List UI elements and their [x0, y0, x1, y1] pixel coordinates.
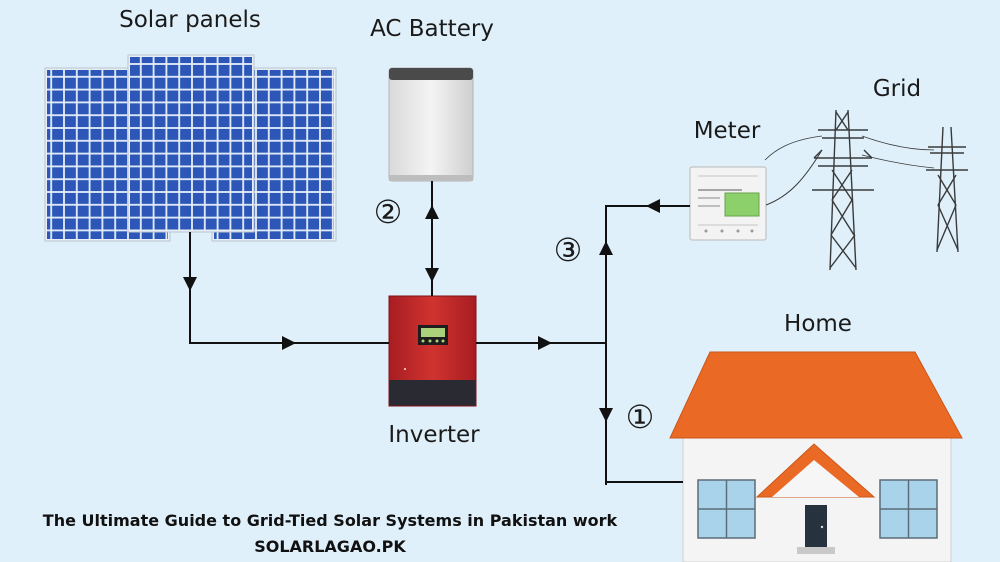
label-inverter: Inverter — [388, 422, 480, 448]
house-window-left — [697, 479, 756, 539]
inverter-unit — [388, 295, 477, 407]
solar-panels-group — [44, 54, 337, 242]
house-door — [805, 505, 827, 547]
caption-site: SOLARLAGAO.PK — [254, 537, 406, 556]
label-solar-panels: Solar panels — [119, 7, 261, 33]
arrow-right-from-inverter — [538, 336, 552, 350]
label-ac-battery: AC Battery — [370, 16, 494, 42]
step-marker-1: ① — [626, 398, 655, 436]
label-home: Home — [784, 311, 852, 337]
house-window-right — [879, 479, 938, 539]
wire-bus-meter — [605, 205, 690, 485]
home-house — [669, 351, 963, 562]
electric-meter — [689, 166, 767, 241]
grid-tower-large — [812, 109, 874, 271]
grid-tower-small — [926, 126, 968, 253]
flow-arrows — [183, 199, 660, 422]
arrow-down-to-home — [599, 408, 613, 422]
arrow-down-to-inverter — [425, 268, 439, 282]
arrow-up-to-meter — [599, 241, 613, 255]
arrow-up-to-battery — [425, 205, 439, 219]
step-marker-2: ② — [374, 193, 403, 231]
arrow-down-panels — [183, 277, 197, 291]
caption-title: The Ultimate Guide to Grid-Tied Solar Sy… — [43, 511, 618, 530]
wire-panels-to-inverter — [189, 232, 389, 344]
ac-battery — [388, 67, 474, 182]
label-grid: Grid — [873, 76, 921, 102]
arrow-left-from-meter — [646, 199, 660, 213]
solar-panel-center — [127, 54, 255, 233]
arrow-right-to-inverter — [282, 336, 296, 350]
meter-display — [724, 192, 760, 217]
grid-towers — [764, 109, 968, 271]
label-meter: Meter — [694, 118, 761, 144]
step-marker-3: ③ — [554, 231, 583, 269]
